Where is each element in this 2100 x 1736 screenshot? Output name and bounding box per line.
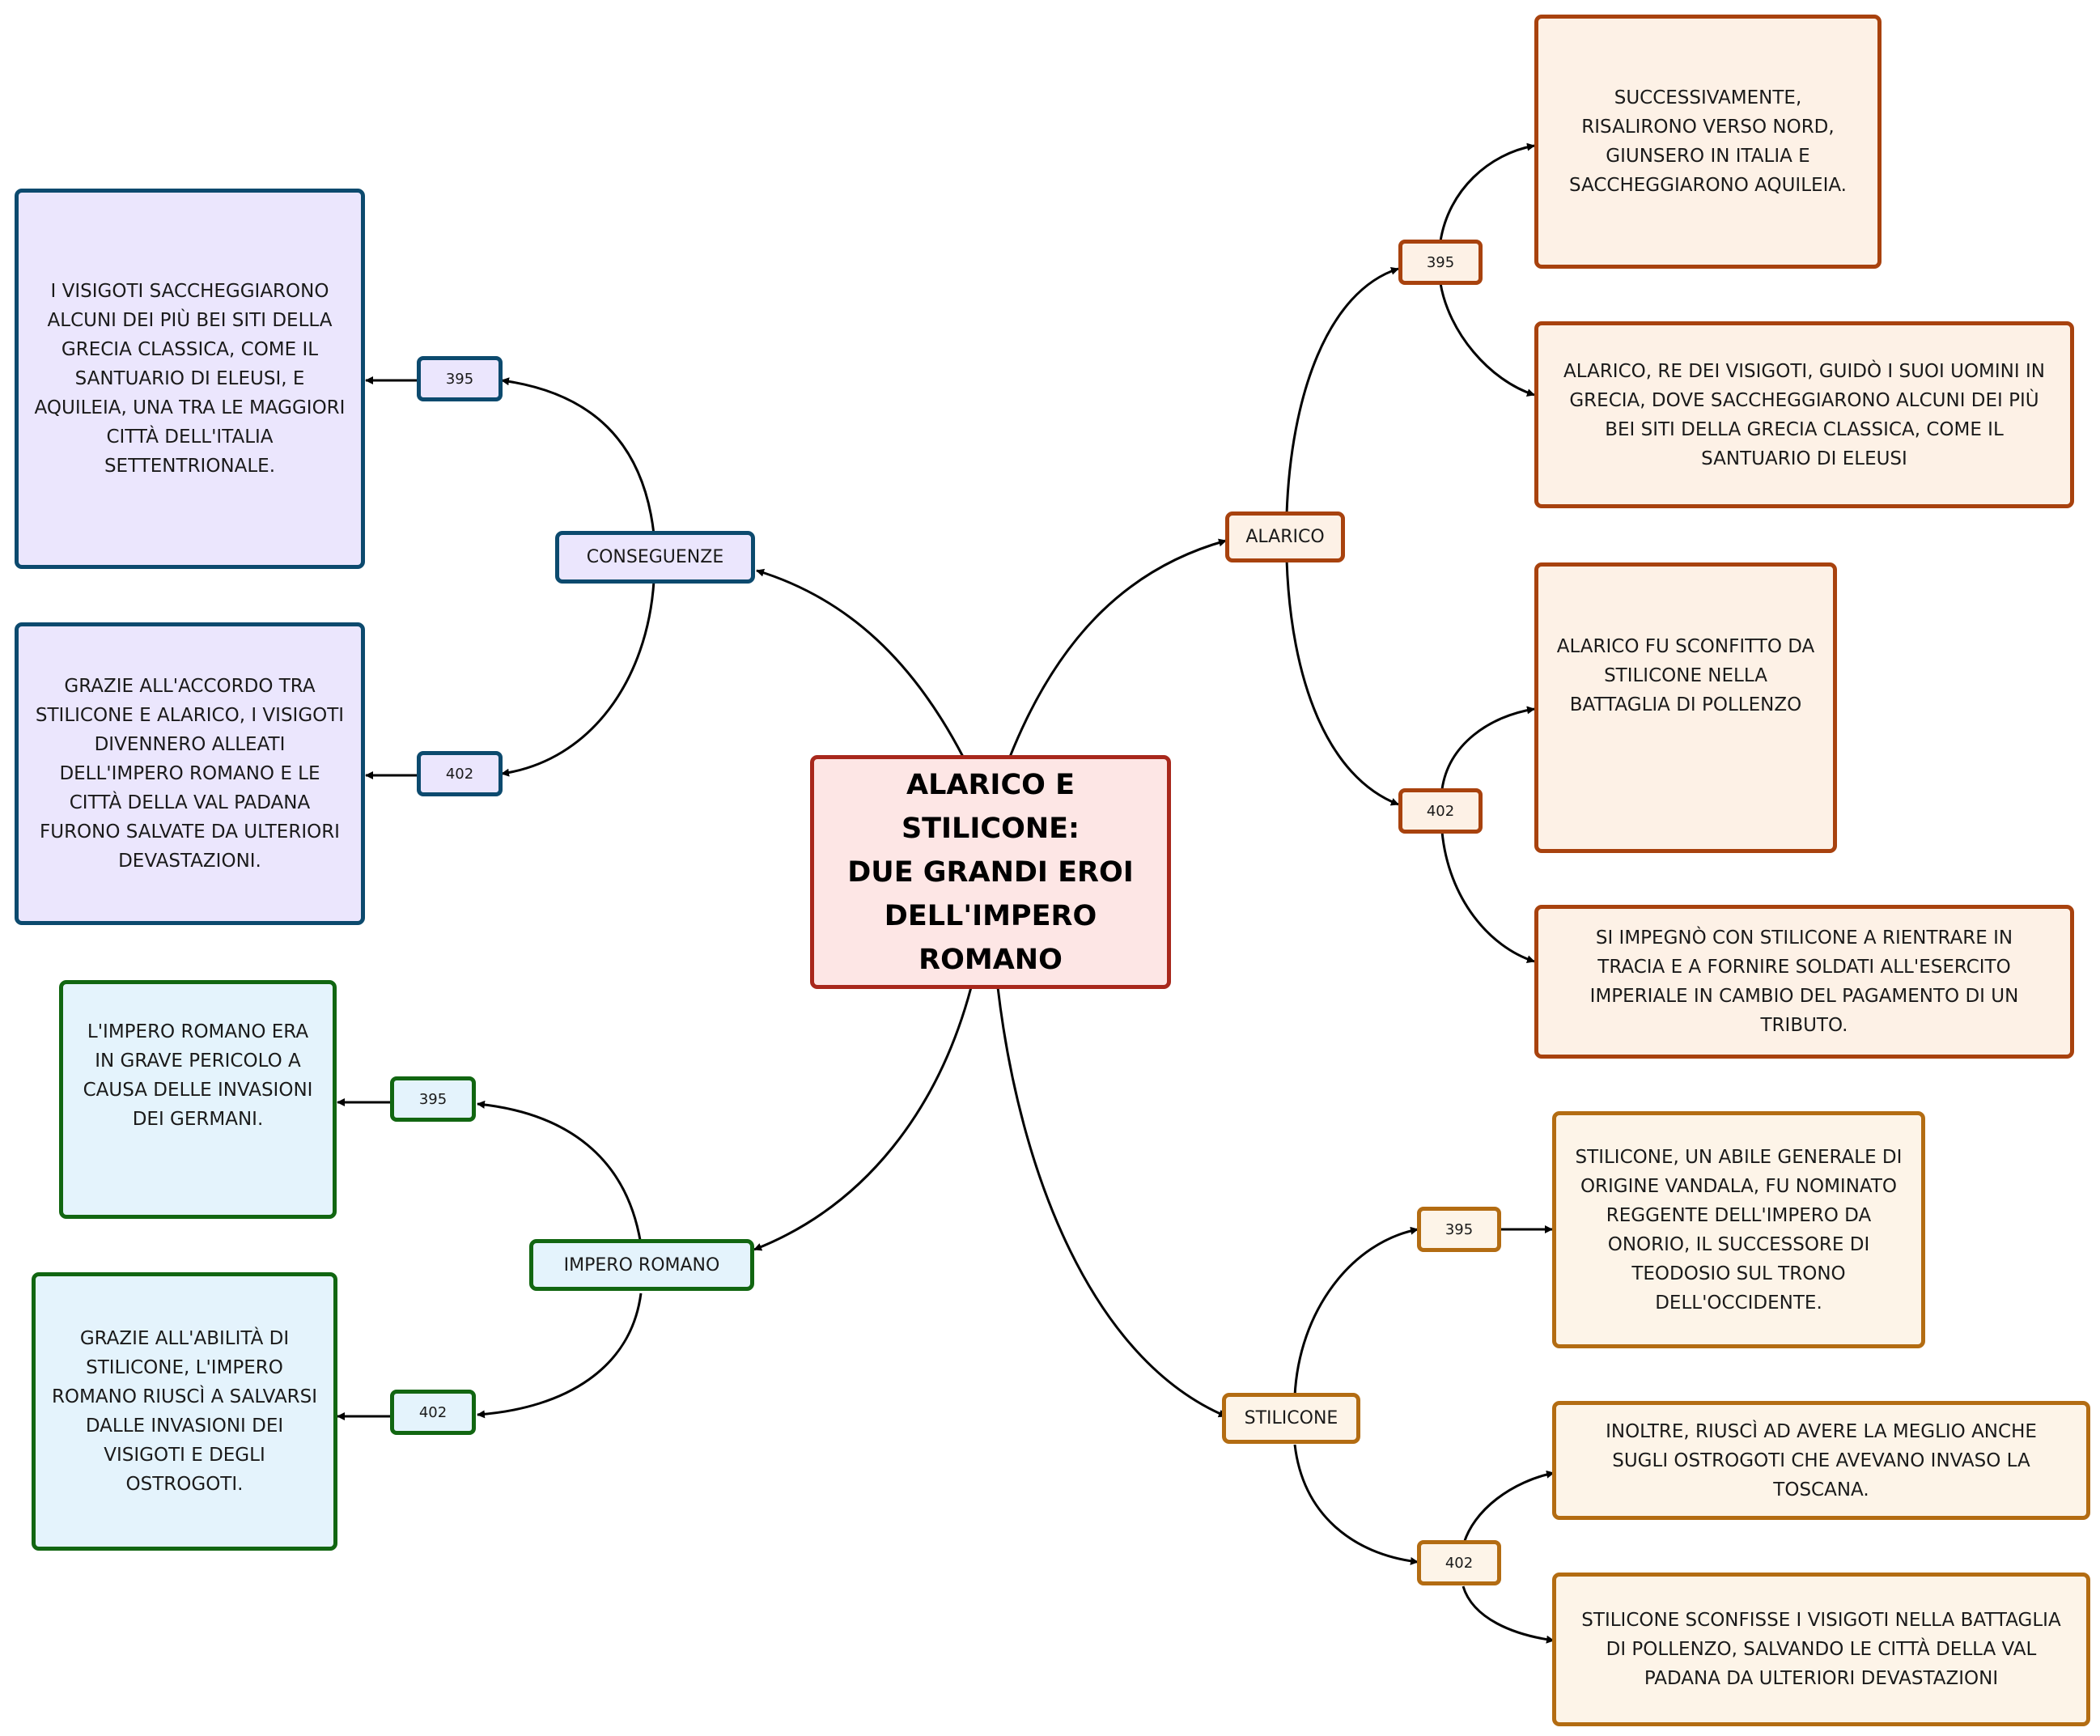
topic-impero-romano-label: IMPERO ROMANO: [563, 1254, 720, 1275]
impero-402-leaf[interactable]: GRAZIE ALL'ABILITÀ DI STILICONE, L'IMPER…: [32, 1272, 337, 1551]
link-alarico-395: [1285, 266, 1399, 515]
conseguenze-402-leaf[interactable]: GRAZIE ALL'ACCORDO TRA STILICONE E ALARI…: [15, 622, 365, 925]
impero-395-leaf-text: L'IMPERO ROMANO ERA IN GRAVE PERICOLO A …: [83, 1021, 313, 1130]
stilicone-date-402-label: 402: [1445, 1554, 1474, 1572]
alarico-date-395-label: 395: [1426, 253, 1455, 271]
link-impero-395: [477, 1100, 643, 1246]
impero-date-402-label: 402: [418, 1403, 448, 1421]
impero-402-leaf-text: GRAZIE ALL'ABILITÀ DI STILICONE, L'IMPER…: [51, 1328, 318, 1495]
central-topic[interactable]: ALARICO E STILICONE: DUE GRANDI EROI DEL…: [810, 755, 1171, 989]
link-stilicone402-leafa: [1462, 1470, 1555, 1547]
stilicone-date-395[interactable]: 395: [1417, 1207, 1501, 1252]
alarico-402-leaf-defeat[interactable]: ALARICO FU SCONFITTO DA STILICONE NELLA …: [1534, 562, 1837, 853]
alarico-395-leaf-northward[interactable]: SUCCESSIVAMENTE, RISALIRONO VERSO NORD, …: [1534, 15, 1882, 269]
stilicone-date-402[interactable]: 402: [1417, 1540, 1501, 1585]
alarico-date-395[interactable]: 395: [1398, 240, 1483, 285]
link-center-alarico: [1008, 538, 1227, 758]
topic-alarico-label: ALARICO: [1245, 527, 1325, 547]
topic-impero-romano[interactable]: IMPERO ROMANO: [529, 1239, 754, 1291]
stilicone-402-leaf-pollenzo-text: STILICONE SCONFISSE I VISIGOTI NELLA BAT…: [1581, 1610, 2061, 1689]
alarico-date-402-label: 402: [1426, 802, 1455, 820]
link-alarico402-leafa: [1440, 706, 1535, 790]
stilicone-402-leaf-ostrogoti[interactable]: INOLTRE, RIUSCÌ AD AVERE LA MEGLIO ANCHE…: [1552, 1401, 2090, 1520]
link-alarico395-leafa: [1439, 142, 1535, 242]
topic-stilicone[interactable]: STILICONE: [1222, 1393, 1360, 1444]
link-alarico395-leafb: [1439, 282, 1535, 397]
conseguenze-395-leaf[interactable]: I VISIGOTI SACCHEGGIARONO ALCUNI DEI PIÙ…: [15, 189, 365, 569]
stilicone-402-leaf-ostrogoti-text: INOLTRE, RIUSCÌ AD AVERE LA MEGLIO ANCHE…: [1606, 1420, 2037, 1500]
link-stilicone-402: [1293, 1444, 1419, 1565]
stilicone-395-leaf-reggente[interactable]: STILICONE, UN ABILE GENERALE DI ORIGINE …: [1552, 1111, 1925, 1348]
link-conseguenze-402: [501, 580, 655, 777]
stilicone-395-leaf-reggente-text: STILICONE, UN ABILE GENERALE DI ORIGINE …: [1575, 1146, 1903, 1314]
impero-date-402[interactable]: 402: [390, 1390, 476, 1435]
alarico-402-leaf-tracia-text: SI IMPEGNÒ CON STILICONE A RIENTRARE IN …: [1589, 927, 2019, 1036]
alarico-395-leaf-northward-text: SUCCESSIVAMENTE, RISALIRONO VERSO NORD, …: [1569, 87, 1847, 196]
link-conseguenze-395: [501, 377, 655, 535]
topic-alarico[interactable]: ALARICO: [1225, 511, 1345, 562]
stilicone-date-395-label: 395: [1445, 1220, 1474, 1238]
link-stilicone-395: [1293, 1226, 1419, 1397]
conseguenze-date-395-label: 395: [445, 370, 474, 388]
conseguenze-395-leaf-text: I VISIGOTI SACCHEGGIARONO ALCUNI DEI PIÙ…: [34, 281, 346, 477]
alarico-402-leaf-tracia[interactable]: SI IMPEGNÒ CON STILICONE A RIENTRARE IN …: [1534, 905, 2074, 1059]
topic-conseguenze[interactable]: CONSEGUENZE: [555, 531, 755, 584]
link-stilicone402-leafb: [1462, 1585, 1555, 1644]
link-center-conseguenze: [756, 568, 965, 758]
conseguenze-date-402[interactable]: 402: [417, 751, 503, 796]
topic-conseguenze-label: CONSEGUENZE: [586, 547, 724, 567]
stilicone-402-leaf-pollenzo[interactable]: STILICONE SCONFISSE I VISIGOTI NELLA BAT…: [1552, 1573, 2090, 1726]
central-topic-title: ALARICO E STILICONE: DUE GRANDI EROI DEL…: [847, 768, 1134, 976]
link-center-impero: [753, 987, 973, 1251]
alarico-395-leaf-greece[interactable]: ALARICO, RE DEI VISIGOTI, GUIDÒ I SUOI U…: [1534, 321, 2074, 508]
topic-stilicone-label: STILICONE: [1244, 1408, 1338, 1428]
link-center-stilicone: [996, 987, 1227, 1418]
impero-date-395-label: 395: [418, 1090, 448, 1108]
impero-395-leaf[interactable]: L'IMPERO ROMANO ERA IN GRAVE PERICOLO A …: [59, 980, 337, 1219]
conseguenze-402-leaf-text: GRAZIE ALL'ACCORDO TRA STILICONE E ALARI…: [35, 676, 345, 872]
impero-date-395[interactable]: 395: [390, 1076, 476, 1122]
alarico-402-leaf-defeat-text: ALARICO FU SCONFITTO DA STILICONE NELLA …: [1556, 635, 1815, 715]
link-alarico-402: [1285, 559, 1399, 806]
alarico-date-402[interactable]: 402: [1398, 788, 1483, 834]
conseguenze-date-395[interactable]: 395: [417, 356, 503, 401]
conseguenze-date-402-label: 402: [445, 765, 474, 783]
link-alarico402-leafb: [1440, 831, 1535, 963]
link-impero-402: [477, 1292, 643, 1419]
alarico-395-leaf-greece-text: ALARICO, RE DEI VISIGOTI, GUIDÒ I SUOI U…: [1563, 360, 2045, 469]
